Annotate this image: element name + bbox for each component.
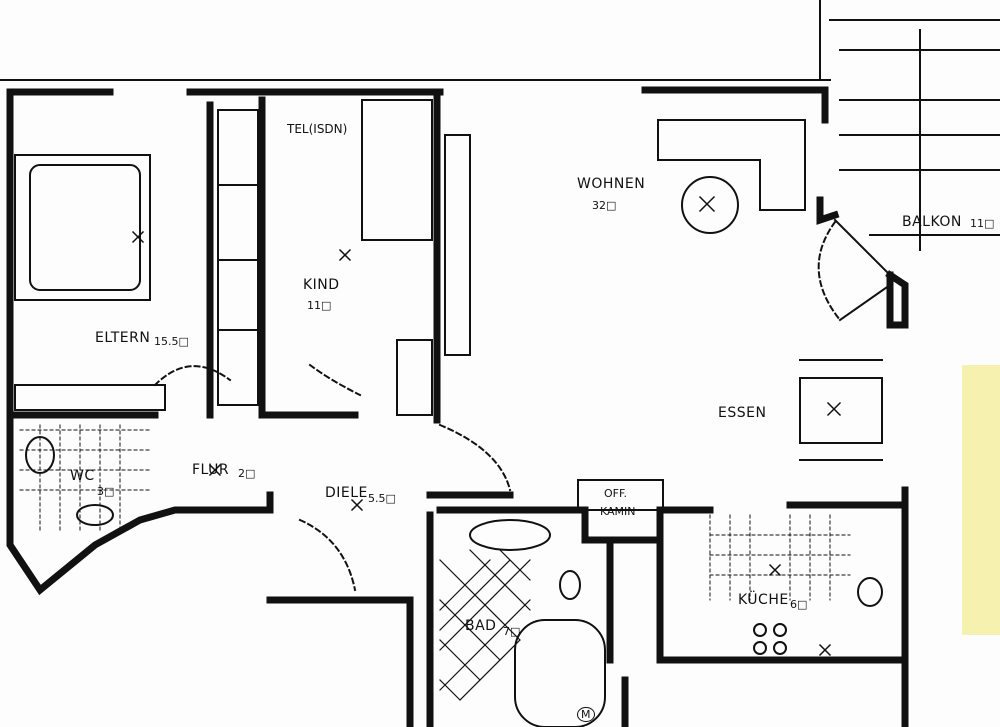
room-label-kueche: KÜCHE [738, 592, 789, 608]
room-area-wc: 3□ [97, 485, 115, 498]
room-area-bad: 7□ [503, 625, 521, 638]
room-label-flur: FLUR [192, 462, 230, 478]
room-label-kind: KIND [303, 277, 340, 293]
room-area-balkon: 11□ [970, 217, 995, 230]
telephone-label: TEL(ISDN) [287, 122, 348, 136]
room-label-eltern: ELTERN [95, 330, 151, 346]
room-label-balkon: BALKON [902, 214, 962, 230]
room-label-diele: DIELE [325, 485, 368, 501]
walls [6, 86, 909, 727]
room-area-diele: 5.5□ [368, 492, 396, 505]
mark-symbol: M [577, 707, 595, 722]
fireplace-label-line2: KAMIN [600, 505, 636, 518]
fireplace-label-line1: OFF. [604, 487, 628, 500]
room-label-bad: BAD [465, 618, 497, 634]
room-area-kueche: 6□ [790, 598, 808, 611]
room-label-wohnen: WOHNEN [577, 176, 646, 192]
room-area-wohnen: 32□ [592, 199, 617, 212]
room-area-kind: 11□ [307, 299, 332, 312]
room-area-eltern: 15.5□ [154, 335, 189, 348]
room-label-wc: WC [70, 468, 95, 484]
room-label-essen: ESSEN [718, 405, 767, 421]
sticky-note [962, 365, 1000, 635]
room-area-flur: 2□ [238, 467, 256, 480]
